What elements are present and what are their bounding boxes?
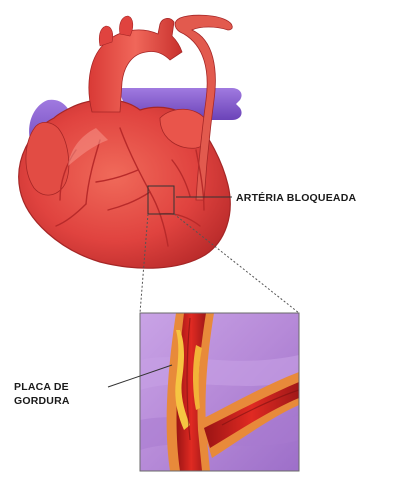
inset-magnified-artery [140,313,299,471]
plaque-label-line2: GORDURA [14,395,70,407]
blocked-artery-label: ARTÉRIA BLOQUEADA [236,191,356,204]
heart [19,15,242,268]
plaque-label-line1: PLACA DE [14,381,69,393]
aortic-branch-2 [119,16,132,36]
